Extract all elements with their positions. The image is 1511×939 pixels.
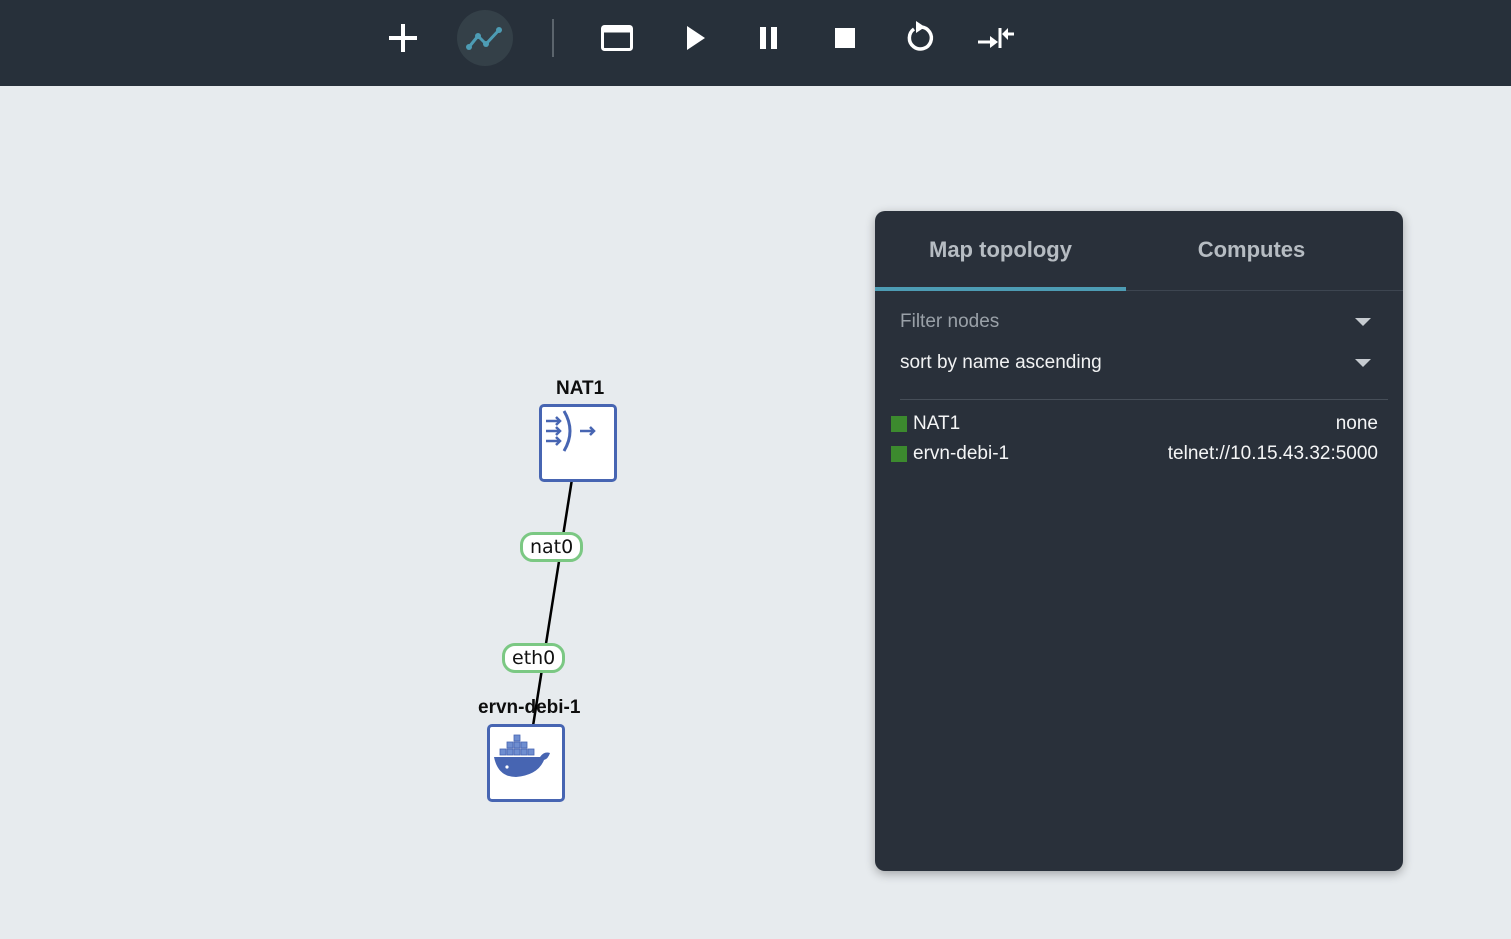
port-label-eth0[interactable]: eth0 (502, 643, 566, 673)
sort-select-value: sort by name ascending (900, 352, 1102, 373)
panel-divider (900, 399, 1388, 400)
console-button[interactable] (589, 10, 645, 66)
panel-tabs: Map topology Computes (875, 211, 1403, 291)
tab-map-topology[interactable]: Map topology (875, 211, 1126, 291)
node-ervn-debi-1[interactable] (487, 724, 565, 802)
node-label-nat1[interactable]: NAT1 (556, 378, 605, 399)
filter-nodes-placeholder: Filter nodes (900, 311, 1000, 332)
pause-icon (760, 27, 777, 49)
stop-button[interactable] (817, 10, 873, 66)
top-toolbar (0, 0, 1511, 86)
node-name: NAT1 (913, 413, 961, 434)
docker-whale-icon (494, 734, 550, 777)
sort-select[interactable]: sort by name ascending (900, 348, 1376, 378)
node-name: ervn-debi-1 (913, 443, 1010, 464)
add-button[interactable] (375, 10, 431, 66)
list-item[interactable]: NAT1 none (891, 409, 1378, 439)
toolbar-divider (552, 19, 554, 57)
list-item[interactable]: ervn-debi-1 telnet://10.15.43.32:5000 (891, 439, 1378, 469)
play-icon (687, 26, 705, 50)
window-icon (601, 25, 633, 51)
tab-computes[interactable]: Computes (1197, 237, 1306, 262)
topology-button[interactable] (457, 10, 513, 66)
nat-icon (546, 410, 596, 452)
link-layer (531, 478, 574, 727)
plus-icon (389, 24, 417, 52)
chevron-down-icon (1355, 318, 1371, 326)
filter-nodes-select[interactable]: Filter nodes (900, 307, 1376, 337)
node-console: none (1335, 413, 1378, 434)
topology-canvas[interactable]: NAT1 nat0 eth0 ervn-debi-1 (0, 86, 1511, 939)
node-console: telnet://10.15.43.32:5000 (1167, 443, 1378, 464)
topology-summary-panel: Map topology Computes Filter nodes sort … (875, 211, 1403, 871)
reload-button[interactable] (893, 10, 949, 66)
reload-icon (907, 21, 934, 51)
stop-icon (835, 28, 855, 48)
link-line[interactable] (531, 478, 574, 727)
node-label-ervn-debi-1[interactable]: ervn-debi-1 (478, 697, 581, 718)
port-label-nat0[interactable]: nat0 (520, 532, 584, 562)
status-indicator (891, 416, 907, 432)
start-button[interactable] (667, 10, 723, 66)
chevron-down-icon (1355, 359, 1371, 367)
node-nat1[interactable] (539, 404, 617, 482)
status-indicator (891, 446, 907, 462)
chart-line-icon (466, 27, 502, 50)
compress-icon (978, 28, 1014, 48)
pause-button[interactable] (741, 10, 797, 66)
collapse-button[interactable] (968, 10, 1024, 66)
